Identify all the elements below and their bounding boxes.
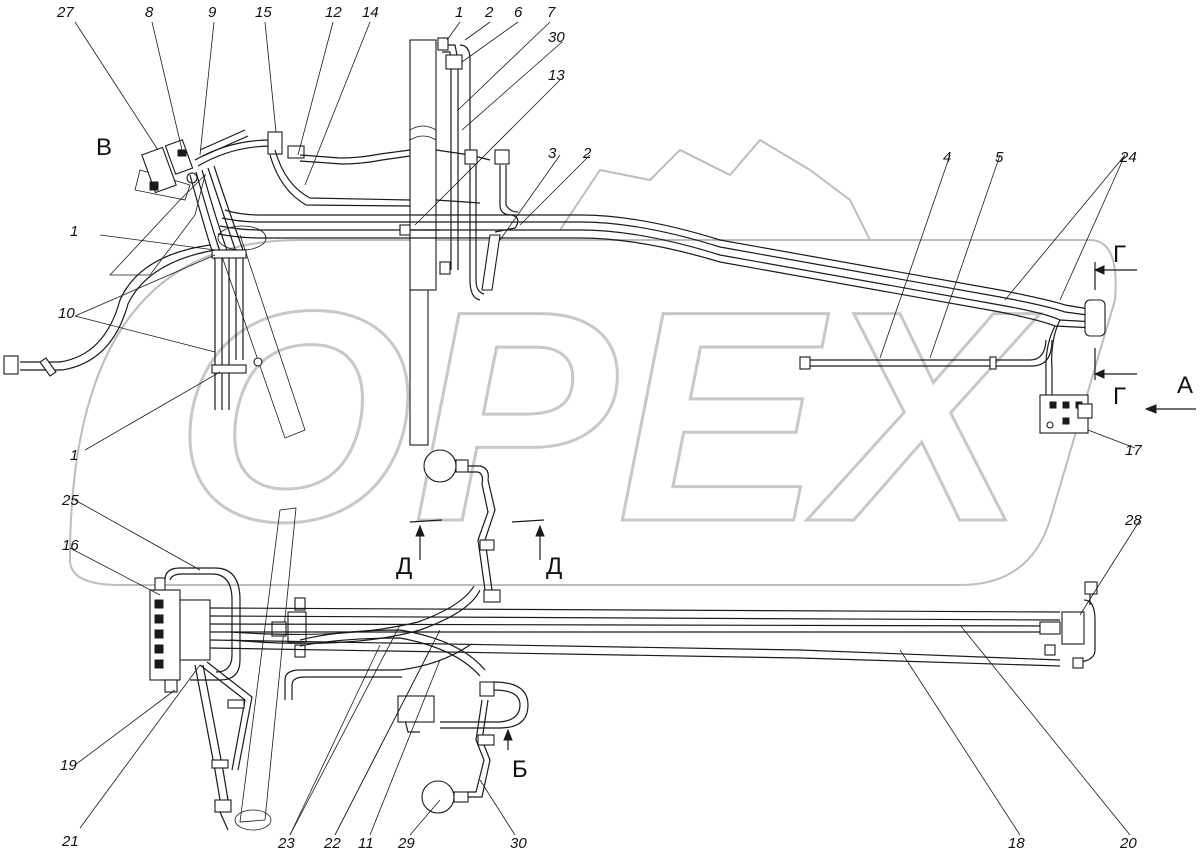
callout-18: 18 — [1008, 835, 1025, 852]
section-markers-g — [1093, 262, 1196, 414]
callout-1-lower: 1 — [70, 447, 78, 464]
callout-19: 19 — [60, 757, 77, 774]
callout-16: 16 — [62, 537, 79, 554]
lower-left-hoses — [194, 661, 253, 831]
callout-1-top: 1 — [455, 4, 463, 21]
callout-2-top: 2 — [484, 4, 494, 21]
callout-20: 20 — [1119, 835, 1137, 852]
callout-21: 21 — [61, 833, 79, 850]
watermark-gear-icon — [559, 138, 871, 241]
callout-30-bottom: 30 — [510, 835, 527, 852]
callout-29: 29 — [397, 835, 415, 852]
callout-15: 15 — [255, 4, 272, 21]
callout-17: 17 — [1125, 442, 1142, 459]
callout-22: 22 — [323, 835, 341, 852]
callout-8: 8 — [145, 4, 154, 21]
callout-11: 11 — [358, 835, 374, 852]
view-letter-v: В — [96, 134, 112, 161]
left-vertical-pipes — [189, 165, 263, 410]
upper-pipe-run — [194, 129, 491, 207]
view-letter-b: Б — [512, 756, 528, 783]
callout-7: 7 — [547, 4, 556, 21]
callout-28: 28 — [1124, 512, 1142, 529]
watermark: OPEX — [68, 138, 1117, 586]
view-letter-g-upper: Г — [1113, 241, 1126, 268]
callout-4: 4 — [943, 149, 951, 166]
distribution-block-16 — [149, 577, 211, 693]
watermark-text: OPEX — [175, 248, 1041, 584]
callout-1-left: 1 — [70, 223, 78, 240]
leader-lines — [69, 21, 1141, 836]
callout-10: 10 — [58, 305, 75, 322]
callout-14: 14 — [362, 4, 379, 21]
view-letter-g-lower: Г — [1113, 383, 1126, 410]
section-arrows-d — [409, 519, 545, 560]
callout-12: 12 — [325, 4, 342, 21]
center-crossing-hoses — [229, 585, 486, 700]
callout-9: 9 — [208, 4, 217, 21]
loop-hose-25 — [164, 567, 241, 681]
callout-13: 13 — [548, 67, 565, 84]
lower-column — [234, 507, 297, 831]
right-lower-pipe — [799, 339, 1053, 370]
arrow-b — [503, 728, 513, 750]
valve-block-17 — [1039, 394, 1093, 434]
view-letter-a: А — [1177, 372, 1193, 399]
upper-assembly — [3, 37, 1106, 446]
left-outlet-hose — [3, 244, 216, 377]
frame-members — [109, 39, 437, 446]
callout-6: 6 — [514, 4, 523, 21]
view-letter-d-left: Д — [396, 553, 412, 580]
view-letters: В Г Г А Д Д Б — [96, 134, 1193, 783]
main-horizontal-run — [217, 209, 1106, 395]
lower-long-run — [209, 581, 1098, 669]
callout-2-mid: 2 — [582, 145, 592, 162]
callout-3: 3 — [548, 145, 557, 162]
lower-assembly — [149, 449, 1098, 831]
callout-5: 5 — [995, 149, 1004, 166]
callout-27: 27 — [56, 4, 74, 21]
callout-30-top: 30 — [548, 29, 565, 46]
center-vertical-hoses — [399, 37, 519, 301]
view-letter-d-right: Д — [546, 553, 562, 580]
callout-24: 24 — [1119, 149, 1137, 166]
callout-numbers: 27 8 9 15 12 14 1 2 6 7 30 13 3 2 4 5 24… — [56, 4, 1142, 852]
callout-25: 25 — [61, 492, 79, 509]
upper-accumulator — [423, 449, 501, 603]
callout-23: 23 — [277, 835, 295, 852]
